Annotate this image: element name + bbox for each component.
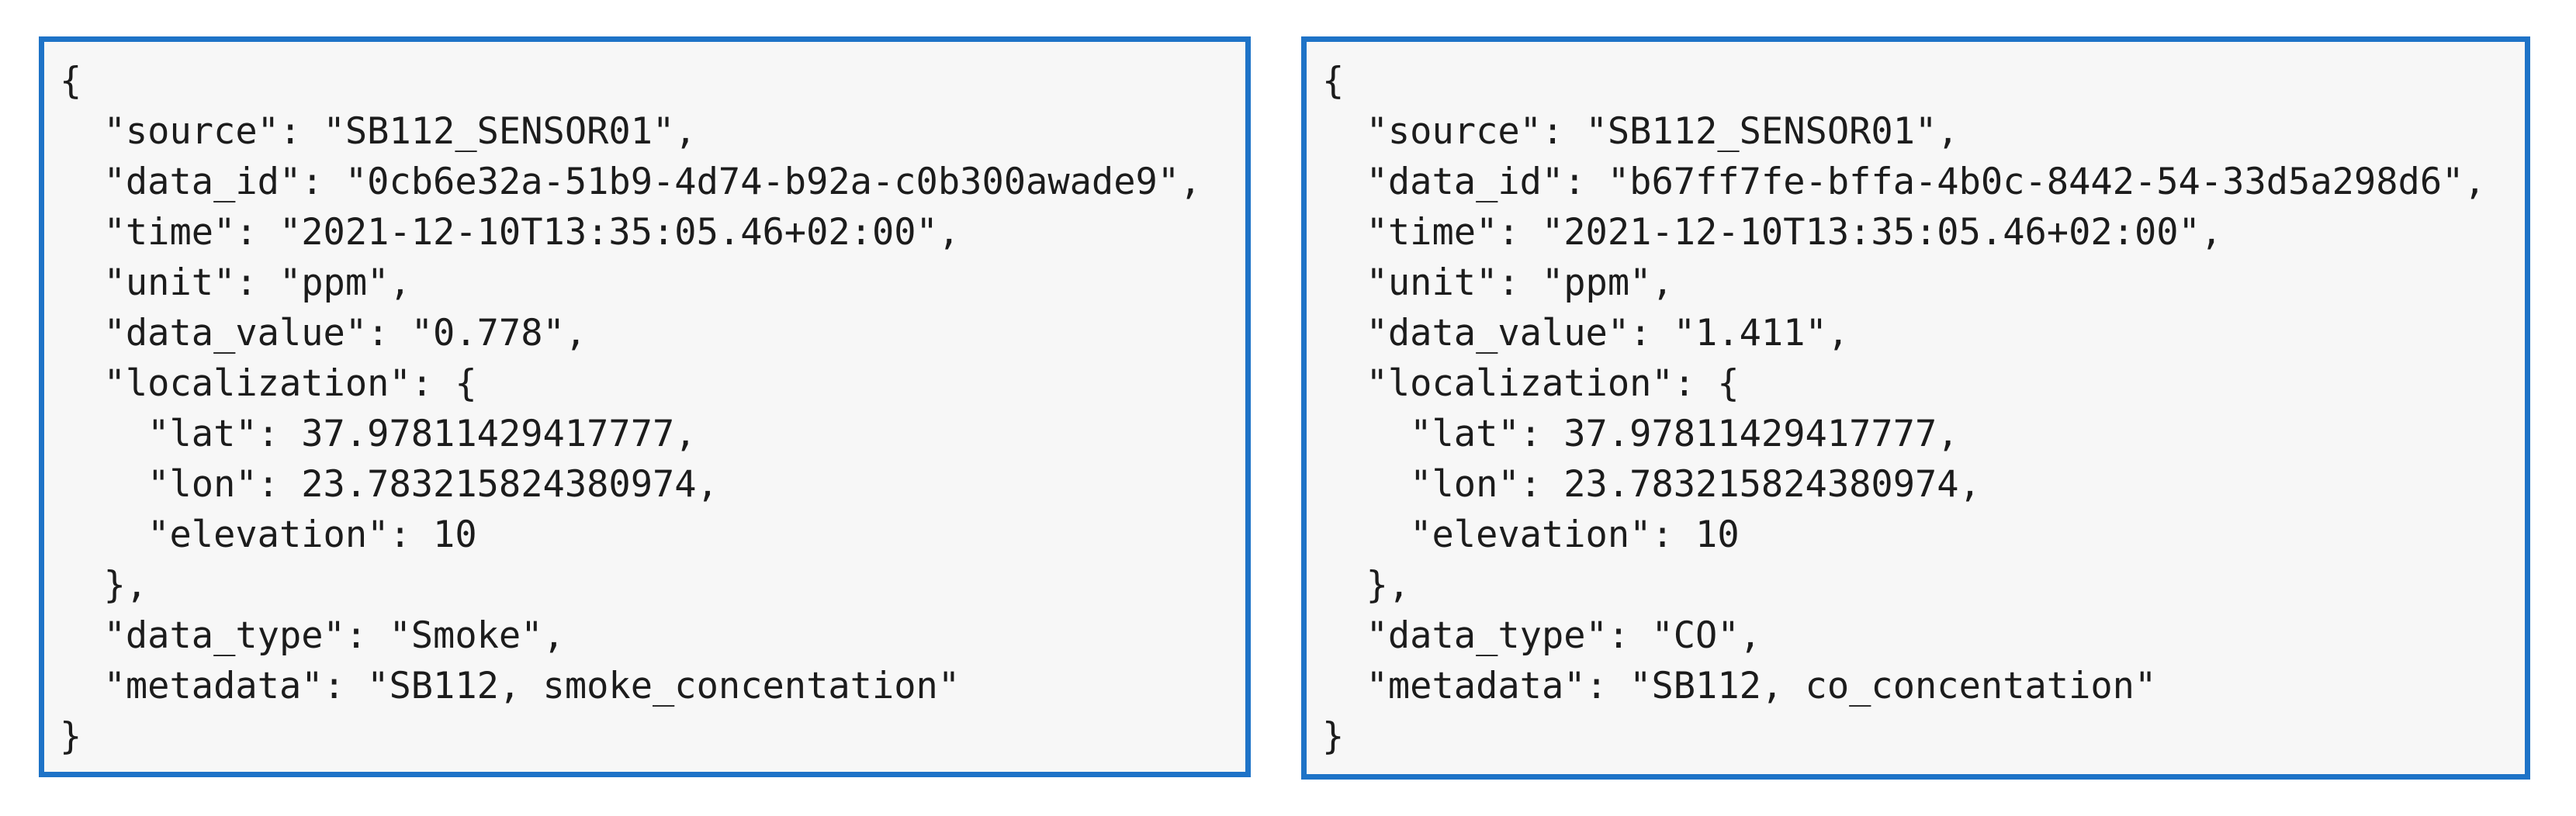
json-code-block-co: { "source": "SB112_SENSOR01", "data_id":… xyxy=(1301,36,2530,780)
json-code-block-smoke: { "source": "SB112_SENSOR01", "data_id":… xyxy=(39,36,1251,777)
